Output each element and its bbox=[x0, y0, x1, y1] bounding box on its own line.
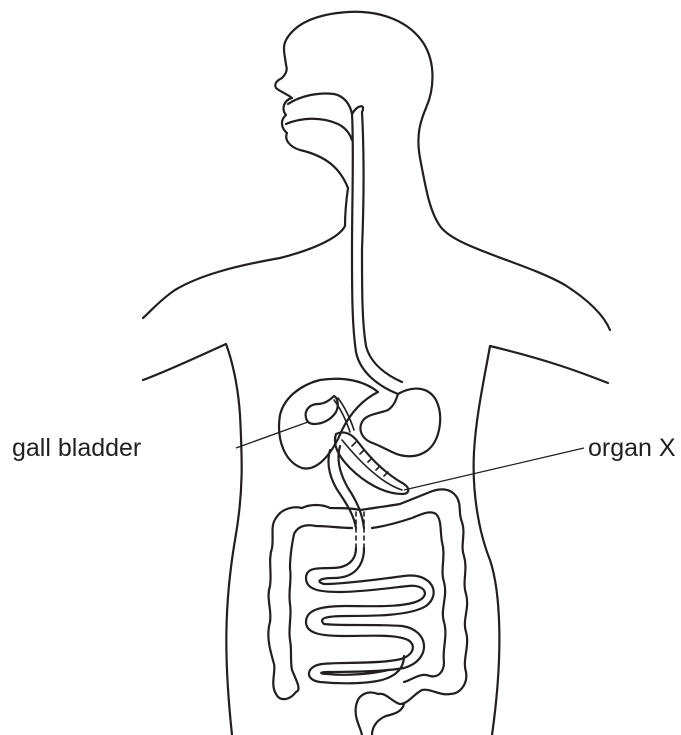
body-outline bbox=[143, 12, 610, 735]
throat-back-wall bbox=[352, 106, 363, 114]
gall-bladder-leader-line bbox=[236, 422, 308, 448]
organ-x-label: organ X bbox=[588, 434, 676, 462]
appendix bbox=[292, 670, 299, 692]
left-shoulder-outline bbox=[143, 188, 348, 318]
oesophagus-wall-right bbox=[362, 112, 402, 382]
mouth-cavity bbox=[286, 119, 352, 140]
head-profile-outline bbox=[275, 12, 610, 330]
right-torso-outline bbox=[474, 346, 608, 735]
gall-bladder-label: gall bladder bbox=[12, 434, 141, 462]
oesophagus-wall-left bbox=[352, 114, 398, 394]
large-intestine bbox=[268, 489, 467, 735]
rectum bbox=[356, 693, 404, 735]
stomach bbox=[360, 389, 440, 457]
left-torso-outline bbox=[143, 344, 242, 735]
gall-bladder bbox=[306, 396, 354, 432]
oesophagus bbox=[286, 93, 402, 394]
small-intestine bbox=[306, 548, 434, 683]
duodenum bbox=[328, 446, 364, 548]
pancreas-inner bbox=[342, 440, 402, 490]
nasal-cavity bbox=[288, 93, 352, 114]
duodenum-outer bbox=[328, 450, 356, 528]
organ-x-leader-line bbox=[404, 448, 584, 490]
